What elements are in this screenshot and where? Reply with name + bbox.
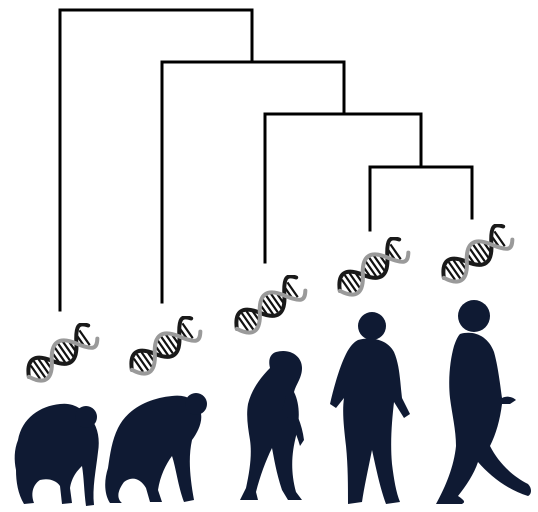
evolution-silhouettes xyxy=(14,300,531,506)
dna-helix-icon xyxy=(332,235,411,301)
phylogenetic-tree xyxy=(58,8,474,312)
tree-branch-node-2 xyxy=(160,60,346,304)
knuckle-walking-ape-silhouette xyxy=(105,393,207,503)
quadruped-ape-silhouette xyxy=(14,403,99,506)
dna-helix-icon xyxy=(229,273,308,339)
tree-branch-node-4 xyxy=(368,165,474,232)
dna-helix-icon xyxy=(436,222,515,288)
tree-branch-node-3 xyxy=(263,112,423,264)
dna-helix-icon xyxy=(124,314,203,380)
tree-branch-root xyxy=(58,8,254,312)
walking-human-silhouette xyxy=(436,300,531,504)
dna-icons xyxy=(21,222,515,387)
upright-hominid-silhouette xyxy=(330,312,410,504)
stooped-hominid-silhouette xyxy=(240,350,304,500)
dna-helix-icon xyxy=(21,321,100,387)
